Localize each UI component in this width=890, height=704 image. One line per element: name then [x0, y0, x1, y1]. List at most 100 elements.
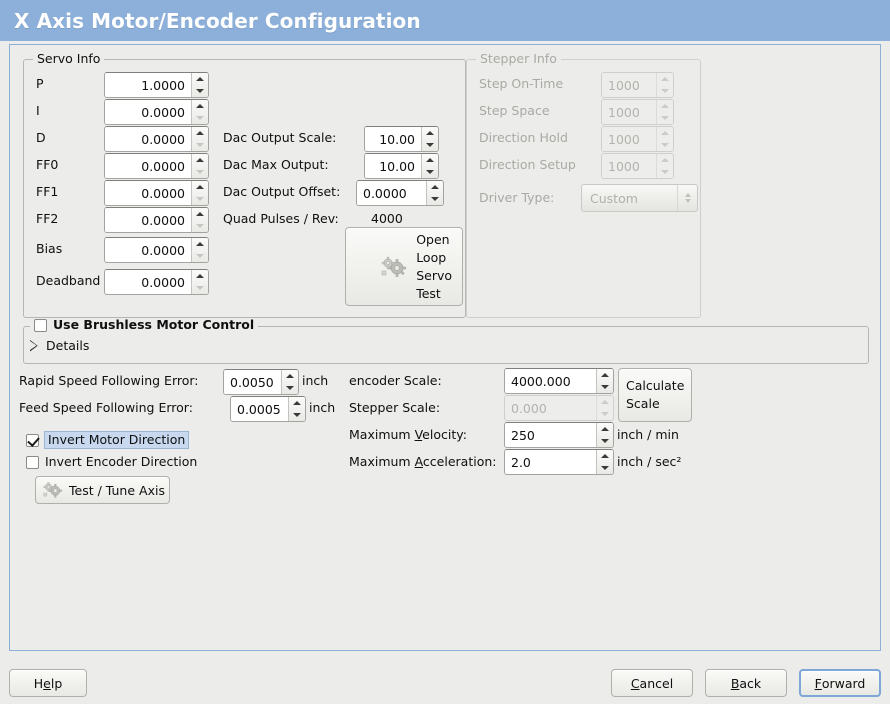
servo-spin-ff2-arrows[interactable] [191, 208, 208, 232]
spin-up-icon[interactable] [601, 427, 609, 431]
rapid-following-error-value[interactable]: 0.0050 [224, 370, 281, 394]
dac-max-output-arrows[interactable] [421, 154, 438, 178]
invert-motor-direction-row[interactable]: Invert Motor Direction [26, 431, 190, 449]
servo-spin-i-arrows[interactable] [191, 100, 208, 124]
servo-spin-i[interactable]: 0.0000 [104, 99, 209, 125]
spin-up-icon[interactable] [196, 158, 204, 162]
servo-spin-ff2[interactable]: 0.0000 [104, 207, 209, 233]
invert-motor-direction-checkbox[interactable] [26, 433, 39, 447]
maximum-acceleration-value[interactable]: 2.0 [505, 450, 596, 474]
spin-down-icon[interactable] [196, 170, 204, 174]
servo-spin-d[interactable]: 0.0000 [104, 126, 209, 152]
spin-up-icon[interactable] [196, 242, 204, 246]
dac-output-offset-arrows[interactable] [426, 181, 443, 205]
dac-output-offset-spin[interactable]: 0.0000 [356, 180, 444, 206]
maximum-velocity-arrows[interactable] [596, 423, 613, 447]
invert-encoder-direction-row[interactable]: Invert Encoder Direction [26, 454, 197, 470]
spin-up-icon[interactable] [196, 131, 204, 135]
spin-up-icon[interactable] [286, 374, 294, 378]
spin-down-icon[interactable] [426, 143, 434, 147]
servo-spin-ff1-value[interactable]: 0.0000 [105, 181, 191, 205]
servo-spin-ff2-value[interactable]: 0.0000 [105, 208, 191, 232]
spin-up-icon[interactable] [431, 185, 439, 189]
rapid-following-error-spin[interactable]: 0.0050 [223, 369, 299, 395]
servo-spin-p-value[interactable]: 1.0000 [105, 73, 191, 97]
dac-max-output-spin[interactable]: 10.00 [364, 153, 439, 179]
step-space-label: Step Space [479, 103, 550, 118]
spin-down-icon[interactable] [601, 439, 609, 443]
chevron-right-icon[interactable] [30, 340, 38, 352]
spin-down-icon[interactable] [196, 286, 204, 290]
dac-output-offset-value[interactable]: 0.0000 [357, 181, 426, 205]
maximum-acceleration-spin[interactable]: 2.0 [504, 449, 614, 475]
servo-spin-ff0-arrows[interactable] [191, 154, 208, 178]
feed-following-error-value[interactable]: 0.0005 [231, 397, 288, 421]
dac-output-scale-spin[interactable]: 10.00 [364, 126, 439, 152]
spin-up-icon[interactable] [426, 158, 434, 162]
encoder-scale-value[interactable]: 4000.000 [505, 369, 596, 393]
encoder-scale-spin[interactable]: 4000.000 [504, 368, 614, 394]
maximum-velocity-spin[interactable]: 250 [504, 422, 614, 448]
servo-info-group: Servo Info P I D FF0 FF1 FF2 Bias Deadba… [23, 52, 466, 318]
spin-down-icon[interactable] [293, 413, 301, 417]
rapid-following-error-arrows[interactable] [281, 370, 298, 394]
feed-following-error-arrows[interactable] [288, 397, 305, 421]
spin-down-icon[interactable] [196, 116, 204, 120]
servo-spin-deadband-value[interactable]: 0.0000 [105, 270, 191, 294]
servo-spin-ff0-value[interactable]: 0.0000 [105, 154, 191, 178]
use-brushless-checkbox[interactable] [34, 318, 47, 332]
spin-up-icon[interactable] [601, 454, 609, 458]
servo-spin-ff0[interactable]: 0.0000 [104, 153, 209, 179]
dac-output-scale-arrows[interactable] [421, 127, 438, 151]
dac-max-output-value[interactable]: 10.00 [365, 154, 421, 178]
servo-spin-d-value[interactable]: 0.0000 [105, 127, 191, 151]
servo-spin-deadband[interactable]: 0.0000 [104, 269, 209, 295]
calculate-scale-button[interactable]: Calculate Scale [618, 368, 692, 422]
spin-down-icon[interactable] [601, 385, 609, 389]
servo-spin-ff1[interactable]: 0.0000 [104, 180, 209, 206]
spin-down-icon[interactable] [196, 254, 204, 258]
spin-up-icon[interactable] [196, 77, 204, 81]
spin-down-icon[interactable] [196, 89, 204, 93]
servo-spin-bias-arrows[interactable] [191, 238, 208, 262]
spin-down-icon[interactable] [286, 386, 294, 390]
servo-spin-p-arrows[interactable] [191, 73, 208, 97]
details-expander[interactable]: Details [30, 338, 89, 353]
spin-down-icon[interactable] [196, 224, 204, 228]
test-tune-axis-button[interactable]: Test / Tune Axis [35, 476, 170, 504]
servo-spin-bias[interactable]: 0.0000 [104, 237, 209, 263]
step-space-value: 1000 [602, 100, 656, 124]
spin-up-icon[interactable] [426, 131, 434, 135]
servo-spin-d-arrows[interactable] [191, 127, 208, 151]
invert-encoder-direction-checkbox[interactable] [26, 455, 39, 469]
maximum-acceleration-arrows[interactable] [596, 450, 613, 474]
spin-up-icon[interactable] [293, 401, 301, 405]
dac-output-scale-value[interactable]: 10.00 [365, 127, 421, 151]
maximum-acceleration-label: Maximum Acceleration: [349, 454, 496, 470]
encoder-scale-arrows[interactable] [596, 369, 613, 393]
spin-down-icon [601, 412, 609, 416]
spin-down-icon[interactable] [601, 466, 609, 470]
open-loop-servo-test-button[interactable]: Open Loop Servo Test [345, 227, 463, 306]
servo-spin-deadband-arrows[interactable] [191, 270, 208, 294]
spin-down-icon[interactable] [426, 170, 434, 174]
spin-up-icon[interactable] [196, 274, 204, 278]
spin-down-icon[interactable] [431, 197, 439, 201]
spin-up-icon[interactable] [196, 185, 204, 189]
maximum-velocity-value[interactable]: 250 [505, 423, 596, 447]
spin-down-icon[interactable] [196, 197, 204, 201]
spin-up-icon[interactable] [601, 373, 609, 377]
rapid-following-error-unit: inch [302, 373, 329, 388]
spin-up-icon[interactable] [196, 104, 204, 108]
spin-up-icon[interactable] [196, 212, 204, 216]
servo-spin-i-value[interactable]: 0.0000 [105, 100, 191, 124]
servo-spin-p[interactable]: 1.0000 [104, 72, 209, 98]
servo-spin-ff1-arrows[interactable] [191, 181, 208, 205]
spin-down-icon[interactable] [196, 143, 204, 147]
servo-spin-bias-value[interactable]: 0.0000 [105, 238, 191, 262]
feed-following-error-spin[interactable]: 0.0005 [230, 396, 306, 422]
